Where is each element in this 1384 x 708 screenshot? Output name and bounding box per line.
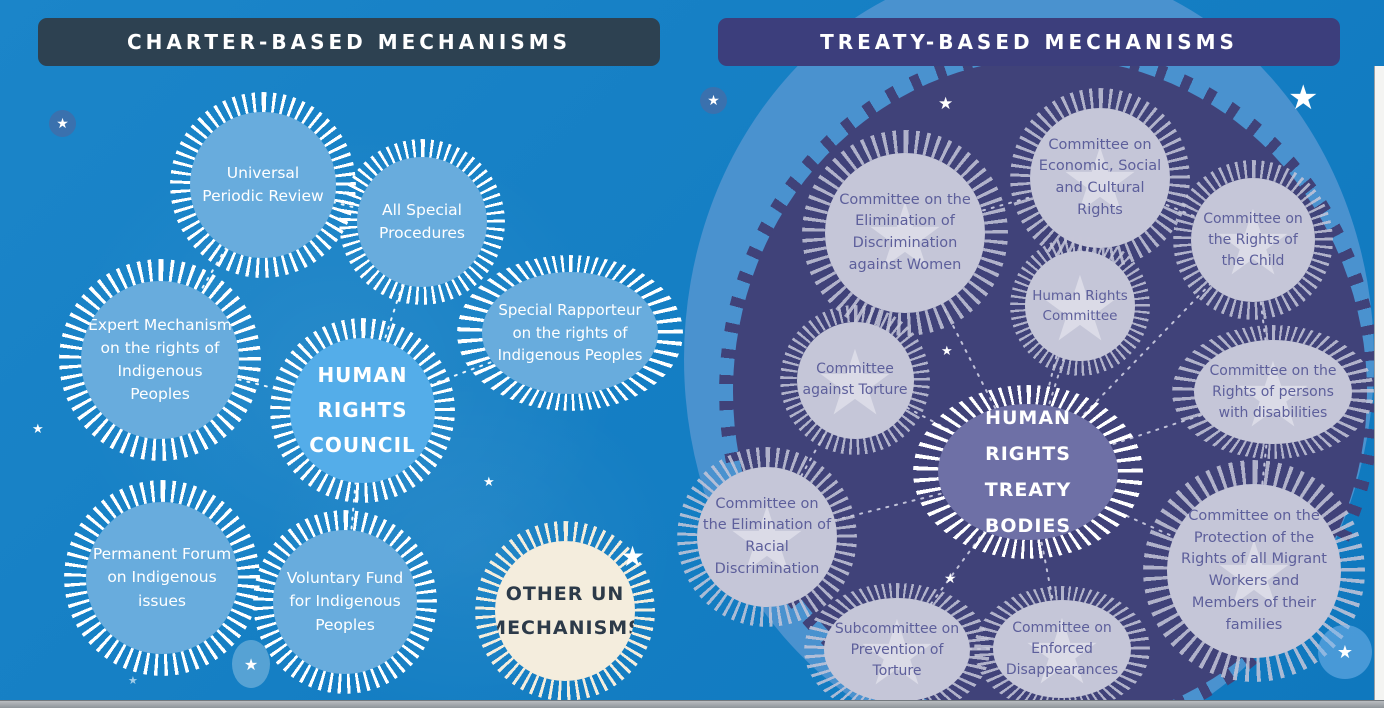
node-label: Committee on the Elimination of Discrimi… (839, 191, 971, 273)
node-voluntary-fund-indigenous: Voluntary Fund for Indigenous Peoples (253, 510, 437, 694)
node-cedaw: Committee on the Elimination of Discrimi… (802, 130, 1008, 336)
window-bottom-bar (0, 700, 1384, 708)
node-label: Committee on the Elimination of Racial D… (702, 495, 832, 577)
node-special-rapporteur-indigenous: Special Rapporteur on the rights of Indi… (457, 255, 683, 411)
node-label: Committee on the Rights of persons with … (1209, 362, 1337, 421)
node-human-rights-council: HUMAN RIGHTS COUNCIL (270, 318, 455, 503)
node-subcommittee-prevention-torture: Subcommittee on Prevention of Torture (804, 583, 990, 708)
node-crc: Committee on the Rights of the Child (1173, 160, 1333, 320)
node-human-rights-committee: Human Rights Committee (1010, 236, 1150, 376)
node-label: Committee on the Rights of the Child (1203, 210, 1303, 269)
node-label: Expert Mechanism on the rights of Indige… (88, 315, 232, 404)
node-committee-against-torture: Committee against Torture (780, 305, 930, 455)
node-label: Subcommittee on Prevention of Torture (834, 620, 960, 679)
node-label: Human Rights Committee (1032, 287, 1128, 324)
node-label: OTHER UN MECHANISMS (494, 582, 636, 639)
treaty-banner-title: TREATY-BASED MECHANISMS (820, 30, 1238, 54)
page-edge-strip (1374, 66, 1384, 701)
node-label: Voluntary Fund for Indigenous Peoples (286, 569, 404, 634)
node-label: Universal Periodic Review (202, 163, 324, 205)
node-human-rights-treaty-bodies: HUMAN RIGHTS TREATY BODIES (913, 385, 1143, 559)
node-label: Committee against Torture (802, 361, 908, 398)
charter-banner-title: CHARTER-BASED MECHANISMS (126, 30, 572, 54)
treaty-banner: TREATY-BASED MECHANISMS (718, 18, 1340, 66)
node-label: HUMAN RIGHTS COUNCIL (309, 363, 416, 457)
node-all-special-procedures: All Special Procedures (339, 139, 505, 305)
node-label: Committee on the Protection of the Right… (1181, 507, 1327, 633)
node-label: Special Rapporteur on the rights of Indi… (497, 301, 643, 365)
node-migrant-workers-committee: Committee on the Protection of the Right… (1143, 460, 1365, 682)
node-crpd: Committee on the Rights of persons with … (1172, 325, 1374, 459)
node-permanent-forum-indigenous: Permanent Forum on Indigenous issues (64, 480, 260, 676)
node-universal-periodic-review: Universal Periodic Review (170, 92, 356, 278)
node-expert-mechanism-indigenous: Expert Mechanism on the rights of Indige… (59, 259, 261, 461)
node-label: HUMAN RIGHTS TREATY BODIES (984, 406, 1072, 538)
node-label: Permanent Forum on Indigenous issues (92, 545, 232, 610)
charter-banner: CHARTER-BASED MECHANISMS (38, 18, 660, 66)
node-label: All Special Procedures (379, 200, 465, 242)
node-label: Committee on Enforced Disappearances (1005, 619, 1119, 678)
node-other-un-mechanisms: OTHER UN MECHANISMS (475, 521, 655, 701)
node-enforced-disappearances-committee: Committee on Enforced Disappearances (974, 586, 1150, 708)
node-label: Committee on Economic, Social and Cultur… (1038, 136, 1162, 218)
node-cerd: Committee on the Elimination of Racial D… (677, 447, 857, 627)
